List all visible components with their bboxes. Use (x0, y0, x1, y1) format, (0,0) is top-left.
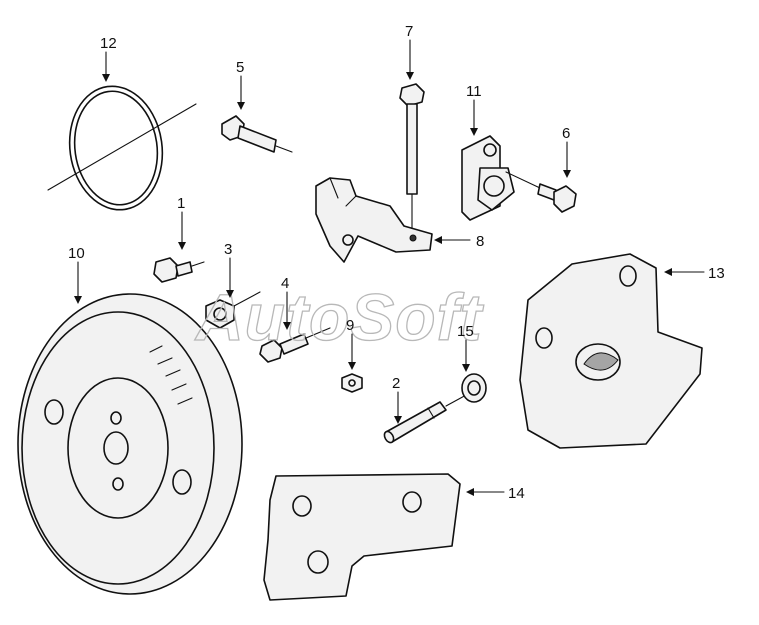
callout-3: 3 (224, 241, 232, 258)
long-bolt-7 (399, 83, 425, 233)
callout-13: 13 (708, 265, 725, 282)
callout-7: 7 (405, 23, 413, 40)
bracket-11 (461, 135, 515, 221)
nut-3 (205, 291, 261, 329)
watermark-text: AutoSoft (194, 280, 485, 354)
bolt-6 (505, 171, 577, 213)
flywheel (17, 293, 243, 595)
callout-14: 14 (508, 485, 525, 502)
callout-6: 6 (562, 125, 570, 142)
callout-numbers: 12 5 7 11 6 8 1 3 4 9 2 15 10 13 14 (68, 23, 725, 502)
o-ring-seal (47, 85, 197, 211)
bolt-4 (259, 327, 331, 363)
callout-4: 4 (281, 275, 289, 292)
bolt-5 (221, 115, 293, 153)
callout-2: 2 (392, 375, 400, 392)
nut-9 (341, 373, 363, 393)
callout-9: 9 (346, 317, 354, 334)
callout-1: 1 (177, 195, 185, 212)
base-plate-14 (263, 473, 461, 601)
callout-8: 8 (476, 233, 484, 250)
plate-13 (519, 253, 703, 449)
callout-15: 15 (457, 323, 474, 340)
bolt-1 (153, 257, 205, 283)
mounting-bracket-8 (315, 177, 433, 263)
pin-2 (383, 393, 469, 444)
callout-11: 11 (466, 83, 482, 100)
callout-5: 5 (236, 59, 244, 76)
leader-lines (74, 39, 705, 496)
callout-10: 10 (68, 245, 85, 262)
callout-12: 12 (100, 35, 117, 52)
washer-15 (461, 373, 487, 403)
